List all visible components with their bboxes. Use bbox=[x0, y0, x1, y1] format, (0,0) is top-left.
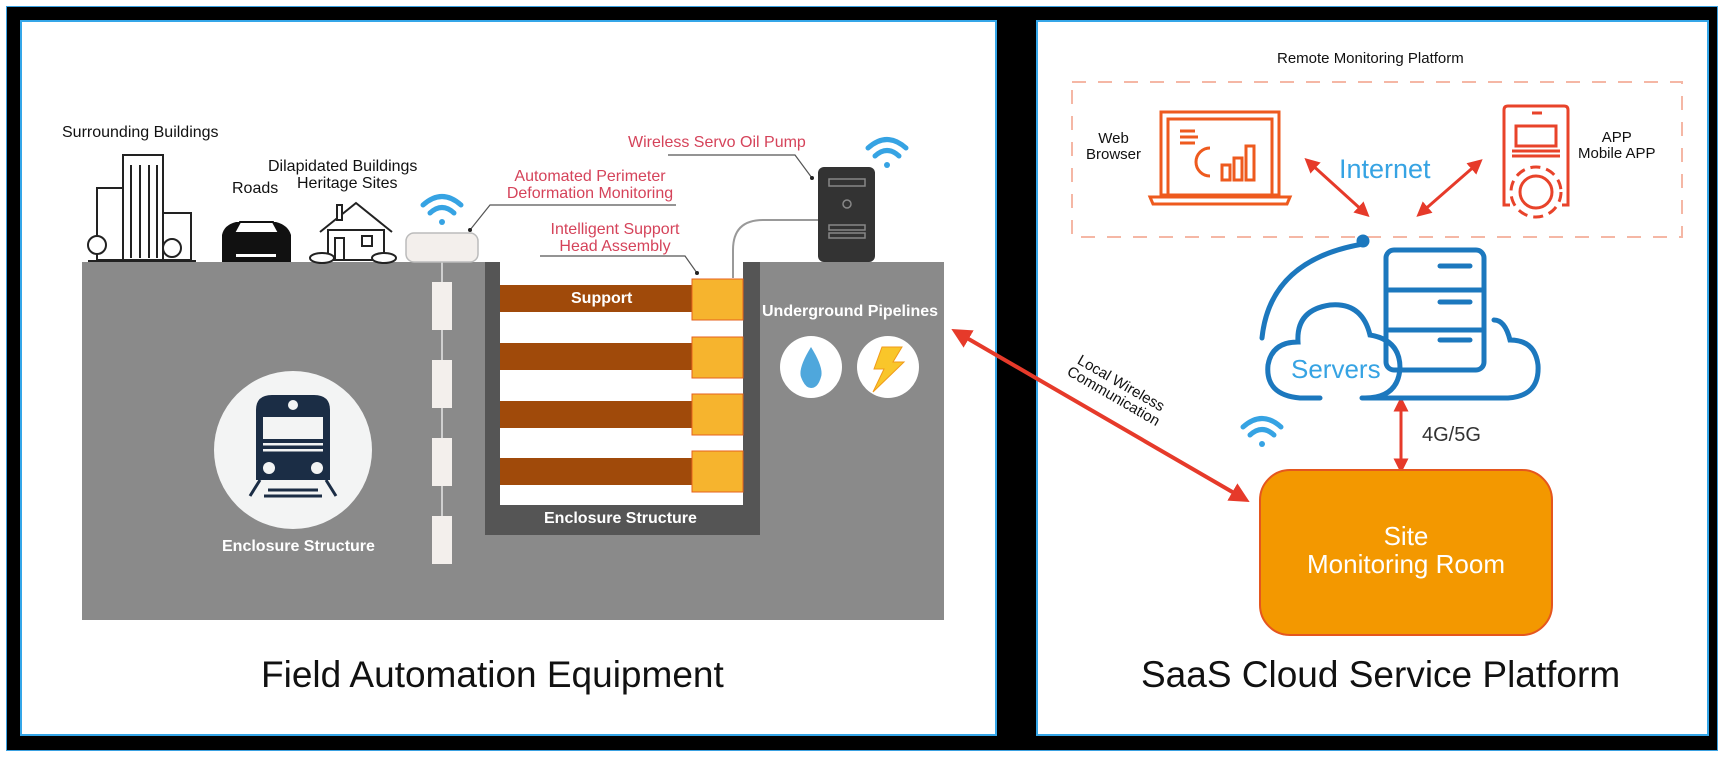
car-icon bbox=[222, 221, 291, 262]
callout-perimeter: Automated Perimeter Deformation Monitori… bbox=[490, 168, 690, 202]
label-dilapidated-buildings: Dilapidated Buildings bbox=[268, 158, 418, 175]
web-line1: Web bbox=[1098, 130, 1129, 147]
callout-support-head: Intelligent Support Head Assembly bbox=[530, 221, 700, 255]
leader-dot bbox=[468, 228, 472, 232]
callout-perimeter-line1: Automated Perimeter bbox=[514, 168, 666, 185]
sensor-segment bbox=[432, 282, 452, 330]
buildings-icon bbox=[87, 154, 196, 262]
pump-slot bbox=[828, 224, 866, 231]
label-heritage-sites: Heritage Sites bbox=[297, 175, 398, 192]
leader-support-head bbox=[540, 255, 698, 274]
callout-perimeter-line2: Deformation Monitoring bbox=[506, 185, 674, 202]
label-underground-pipelines: Underground Pipelines bbox=[762, 303, 939, 320]
site-line2: Monitoring Room bbox=[1307, 549, 1505, 579]
label-internet: Internet bbox=[1339, 154, 1431, 184]
app-line2: Mobile APP bbox=[1578, 145, 1656, 162]
wifi-icon bbox=[1240, 416, 1284, 447]
water-drop-icon bbox=[800, 347, 822, 388]
support-beam bbox=[500, 285, 693, 312]
pump-slot bbox=[828, 178, 866, 187]
label-enclosure-tunnel: Enclosure Structure bbox=[222, 538, 375, 555]
label-mobile-app: APP Mobile APP bbox=[1578, 130, 1656, 162]
mobile-app-icon bbox=[1502, 104, 1570, 219]
field-panel-title: Field Automation Equipment bbox=[261, 654, 724, 695]
house-icon bbox=[309, 201, 397, 264]
laptop-icon bbox=[1147, 110, 1293, 206]
train-icon bbox=[248, 395, 338, 498]
label-site-monitoring-room: Site Monitoring Room bbox=[1260, 522, 1552, 578]
support-beams bbox=[500, 278, 744, 493]
support-head bbox=[691, 450, 744, 493]
support-beam bbox=[500, 401, 693, 428]
sensor-segment bbox=[432, 438, 452, 486]
leader-dot bbox=[695, 271, 699, 275]
leader-pump bbox=[668, 154, 813, 179]
label-network: 4G/5G bbox=[1422, 424, 1481, 446]
web-line2: Browser bbox=[1086, 146, 1142, 163]
label-remote-platform: Remote Monitoring Platform bbox=[1277, 50, 1464, 67]
lightning-icon bbox=[872, 346, 906, 393]
sensor-segment bbox=[432, 360, 452, 408]
label-roads: Roads bbox=[232, 180, 279, 197]
label-surrounding-buildings: Surrounding Buildings bbox=[62, 124, 219, 141]
sensor-segment bbox=[432, 516, 452, 564]
pump-button bbox=[842, 199, 852, 209]
site-line1: Site bbox=[1383, 521, 1429, 551]
site-monitoring-room-box bbox=[1259, 469, 1553, 636]
remote-platform-box bbox=[1071, 81, 1683, 238]
wifi-icon bbox=[865, 137, 909, 168]
callout-support-head-line1: Intelligent Support bbox=[550, 221, 680, 238]
leader-perimeter bbox=[469, 204, 676, 231]
label-servers: Servers bbox=[1291, 354, 1381, 384]
callout-support-head-line2: Head Assembly bbox=[559, 238, 671, 255]
cloud-server-icon bbox=[1259, 234, 1541, 401]
cloud-panel-title: SaaS Cloud Service Platform bbox=[1141, 654, 1621, 695]
app-line1: APP bbox=[1601, 129, 1632, 146]
wifi-icon bbox=[420, 194, 464, 225]
support-head bbox=[691, 336, 744, 379]
leader-dot bbox=[810, 176, 814, 180]
internet-arrow-right[interactable] bbox=[1416, 159, 1483, 217]
label-enclosure-pit: Enclosure Structure bbox=[544, 510, 697, 527]
perimeter-monitor-box bbox=[405, 232, 479, 263]
support-head bbox=[691, 393, 744, 436]
support-head bbox=[691, 278, 744, 321]
support-beam bbox=[500, 458, 693, 485]
label-web-browser: Web Browser bbox=[1086, 131, 1141, 163]
support-beam bbox=[500, 343, 693, 370]
local-wireless-arrow[interactable] bbox=[951, 328, 1250, 503]
pump-slot bbox=[828, 232, 866, 239]
callout-oil-pump: Wireless Servo Oil Pump bbox=[628, 134, 806, 151]
pump-hose bbox=[732, 219, 818, 278]
label-support: Support bbox=[571, 290, 633, 307]
internet-arrow-left[interactable] bbox=[1304, 157, 1370, 218]
